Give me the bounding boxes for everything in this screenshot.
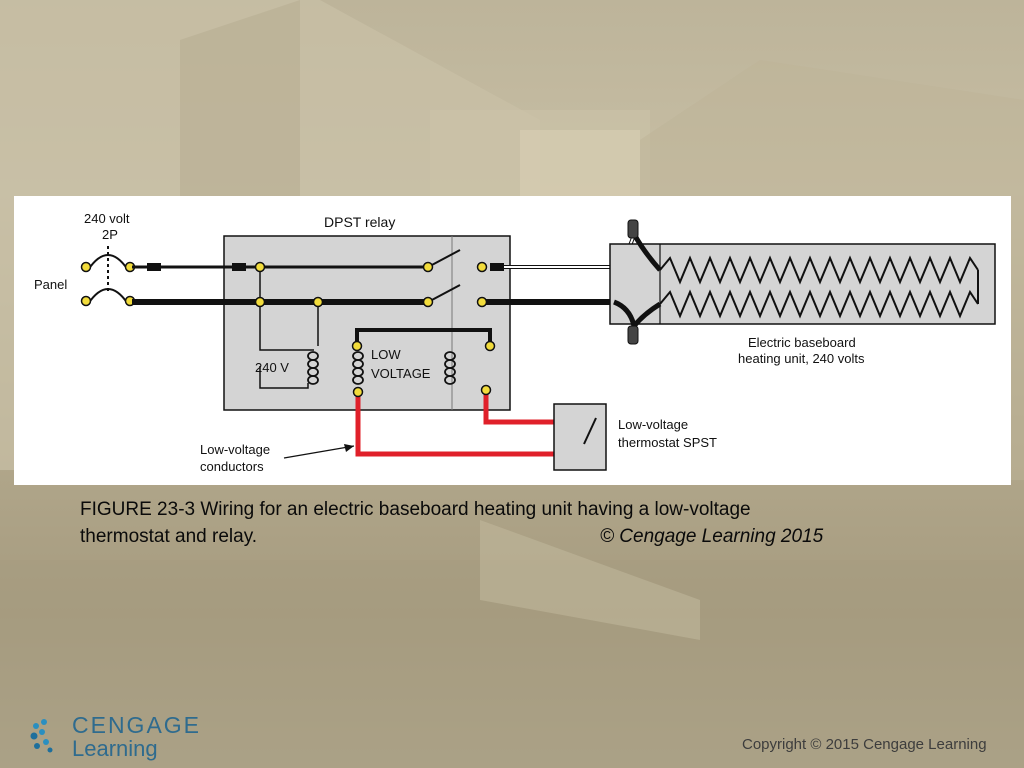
- cengage-logo: CENGAGE Learning: [28, 712, 202, 761]
- low-voltage-thermostat: [553, 403, 607, 471]
- low-voltage-label-line1: LOW: [371, 347, 401, 362]
- two-pole-breaker: [87, 246, 129, 305]
- thermostat-label-line2: thermostat SPST: [618, 435, 717, 450]
- heater-label-line1: Electric baseboard: [748, 335, 856, 350]
- relay-contact-upper: [429, 249, 461, 267]
- conductors-arrow: [283, 445, 355, 459]
- breaker-label-line2: 2P: [102, 227, 118, 242]
- relay-coil-low-voltage: [352, 351, 364, 385]
- panel-label: Panel: [34, 277, 67, 292]
- coil-240v-label: 240 V: [255, 360, 289, 375]
- low-voltage-conductor-1: [355, 392, 580, 457]
- copyright-notice: Copyright © 2015 Cengage Learning: [742, 736, 987, 753]
- caption-credit: © Cengage Learning 2015: [600, 526, 824, 547]
- caption-line2: thermostat and relay.: [80, 526, 258, 547]
- logo-word-learning: Learning: [72, 736, 158, 761]
- heating-element-upper: [659, 255, 979, 285]
- conductors-label-line1: Low-voltage: [200, 442, 270, 457]
- cengage-logo-icon: [30, 719, 53, 753]
- wire-connectors: [627, 219, 639, 345]
- relay-coil-transformer: [444, 351, 456, 385]
- heater-label-line2: heating unit, 240 volts: [738, 351, 865, 366]
- thermostat-label-line1: Low-voltage: [618, 417, 688, 432]
- low-voltage-conductor-2: [483, 390, 580, 425]
- dpst-relay-box: [223, 235, 511, 411]
- logo-word-cengage: CENGAGE: [72, 712, 202, 738]
- conductors-label-line2: conductors: [200, 459, 264, 474]
- breaker-label-line1: 240 volt: [84, 211, 130, 226]
- wiring-diagram: 240 volt 2P Panel DPST relay 240 V: [34, 211, 996, 474]
- heating-element-lower: [659, 289, 979, 319]
- wiring-diagram-figure: 240 volt 2P Panel DPST relay 240 V: [14, 196, 1011, 485]
- low-voltage-label-line2: VOLTAGE: [371, 366, 431, 381]
- caption-line1: FIGURE 23-3 Wiring for an electric baseb…: [80, 499, 751, 520]
- relay-label: DPST relay: [324, 214, 395, 230]
- relay-coil-240v: [307, 351, 319, 385]
- figure-caption: FIGURE 23-3 Wiring for an electric baseb…: [80, 496, 880, 550]
- relay-contact-lower: [429, 284, 461, 302]
